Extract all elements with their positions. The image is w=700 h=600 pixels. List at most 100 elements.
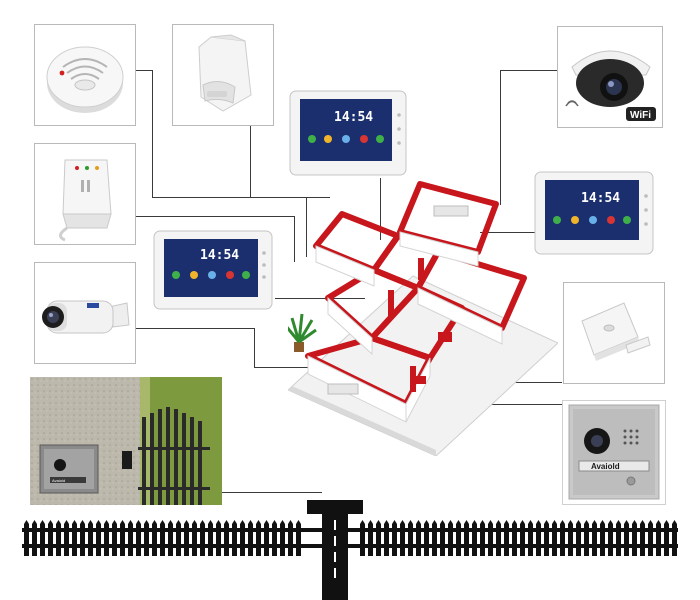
- wifi-badge-label: WiFi: [630, 110, 651, 121]
- line-smoke-h: [135, 70, 153, 71]
- fence-picket: [544, 520, 549, 556]
- fence-picket: [672, 520, 677, 556]
- fence-picket: [552, 520, 557, 556]
- fence-picket: [560, 520, 565, 556]
- fence-picket: [496, 520, 501, 556]
- fence-picket: [448, 520, 453, 556]
- fence-picket: [608, 520, 613, 556]
- fence-picket: [512, 520, 517, 556]
- fence-picket: [184, 520, 189, 556]
- fence-picket: [248, 520, 253, 556]
- door-sensor-tile: [563, 282, 665, 384]
- fence-picket: [472, 520, 477, 556]
- gate-photo-tile: Avaiold: [30, 377, 222, 505]
- line-pir-h: [250, 197, 330, 198]
- fence-picket: [480, 520, 485, 556]
- fence-picket: [400, 520, 405, 556]
- fence-picket: [664, 520, 669, 556]
- monitor-top: 14:54: [288, 89, 410, 179]
- fence-picket: [240, 520, 245, 556]
- fence-picket: [200, 520, 205, 556]
- line-gas-h: [135, 216, 295, 217]
- line-bullet-v: [254, 328, 255, 368]
- bullet-camera-tile: [34, 262, 136, 364]
- pir-sensor-icon: [198, 34, 252, 112]
- fence-picket: [64, 520, 69, 556]
- fence-picket: [232, 520, 237, 556]
- fence-picket: [408, 520, 413, 556]
- fence-picket: [360, 520, 365, 556]
- fence-picket: [424, 520, 429, 556]
- line-monitor-right-h: [480, 232, 535, 233]
- fence-picket: [528, 520, 533, 556]
- fence-picket: [368, 520, 373, 556]
- dome-camera-icon: WiFi: [565, 50, 656, 121]
- monitor-left-time: 14:54: [200, 248, 239, 263]
- fence-picket: [592, 520, 597, 556]
- fence-picket: [104, 520, 109, 556]
- fence-picket: [72, 520, 77, 556]
- fence-picket: [520, 520, 525, 556]
- gas-detector-tile: [34, 143, 136, 245]
- gate-station-brand: Avaiold: [52, 478, 65, 483]
- fence-picket: [296, 520, 301, 556]
- fence-picket: [40, 520, 45, 556]
- line-smoke-v: [152, 70, 153, 198]
- fence-picket: [440, 520, 445, 556]
- line-monitor-left-h: [275, 298, 365, 299]
- fence-picket: [376, 520, 381, 556]
- monitor-right-time: 14:54: [581, 191, 620, 206]
- fence-picket: [288, 520, 293, 556]
- fence-picket: [384, 520, 389, 556]
- line-gas-v: [294, 216, 295, 262]
- bullet-camera-icon: [42, 300, 130, 334]
- monitor-top-time: 14:54: [334, 110, 373, 125]
- fence-picket: [208, 520, 213, 556]
- line-smoke-h2: [152, 197, 307, 198]
- fence-picket: [504, 520, 509, 556]
- door-station-tile: Avaiold: [562, 400, 666, 505]
- dome-camera-tile: WiFi: [557, 26, 663, 128]
- smoke-detector-tile: [34, 24, 136, 126]
- fence-picket: [624, 520, 629, 556]
- fence-picket: [568, 520, 573, 556]
- line-pir-v: [250, 126, 251, 198]
- fence-picket: [128, 520, 133, 556]
- house-floorplan: [288, 178, 558, 456]
- fence-picket: [272, 520, 277, 556]
- smoke-detector-icon: [46, 46, 124, 113]
- fence-picket: [464, 520, 469, 556]
- fence-picket: [216, 520, 221, 556]
- fence-picket: [176, 520, 181, 556]
- fence-picket: [160, 520, 165, 556]
- line-gate-h: [222, 492, 322, 493]
- fence-picket: [584, 520, 589, 556]
- fence-picket: [640, 520, 645, 556]
- fence-picket: [80, 520, 85, 556]
- fence-picket: [224, 520, 229, 556]
- fence-picket: [256, 520, 261, 556]
- door-station-icon: Avaiold: [568, 404, 660, 500]
- fence-picket: [616, 520, 621, 556]
- fence-picket: [416, 520, 421, 556]
- fence-picket: [632, 520, 637, 556]
- pir-sensor-tile: [172, 24, 274, 126]
- fence-picket: [88, 520, 93, 556]
- fence-picket: [656, 520, 661, 556]
- fence-picket: [264, 520, 269, 556]
- fence-picket: [392, 520, 397, 556]
- fence-picket: [456, 520, 461, 556]
- monitor-left: 14:54: [152, 229, 275, 313]
- fence-picket: [536, 520, 541, 556]
- perimeter-fence: [0, 500, 700, 600]
- fence-picket: [96, 520, 101, 556]
- fence-picket: [144, 520, 149, 556]
- fence-picket: [112, 520, 117, 556]
- fence-picket: [488, 520, 493, 556]
- line-monitor-top-v: [380, 178, 381, 240]
- fence-picket: [280, 520, 285, 556]
- fence-picket: [136, 520, 141, 556]
- door-sensor-icon: [581, 302, 651, 361]
- plant-icon: [288, 313, 317, 352]
- line-bullet-h2: [254, 367, 324, 368]
